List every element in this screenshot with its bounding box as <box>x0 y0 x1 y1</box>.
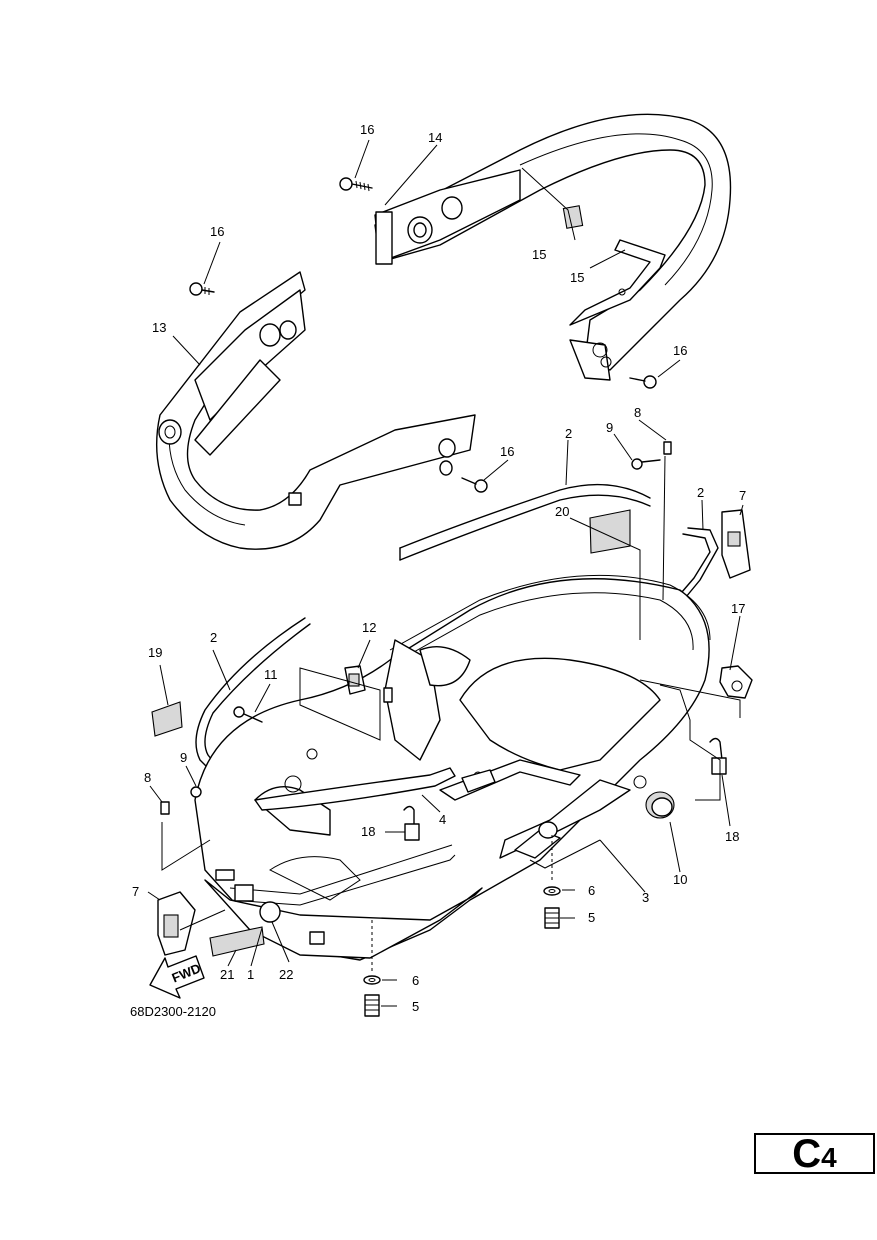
callout-21: 21 <box>220 967 234 982</box>
decal-part-22 <box>259 901 281 923</box>
bottom-cowling-part-1 <box>194 574 711 961</box>
bolt-5-right <box>544 907 560 929</box>
decal-part-21 <box>209 926 265 957</box>
callout-13: 13 <box>152 320 166 335</box>
fwd-arrow: FWD <box>149 955 205 999</box>
nut-part-8-left <box>160 801 170 815</box>
bolt-16-top <box>339 177 373 192</box>
part-code: 68D2300-2120 <box>130 1004 216 1019</box>
latch-part-7-left <box>157 891 196 956</box>
washer-6-right <box>543 886 561 896</box>
clip-part-12 <box>344 665 393 703</box>
callout-19: 19 <box>148 645 162 660</box>
bolt-16-right <box>629 375 657 389</box>
bolt-16-mid <box>461 477 488 493</box>
callout-20: 20 <box>555 504 569 519</box>
latch-part-7-right <box>721 509 751 579</box>
callout-4: 4 <box>439 812 446 827</box>
rubber-strip-upper <box>399 483 651 561</box>
callout-2: 2 <box>565 426 572 441</box>
callout-9: 9 <box>180 750 187 765</box>
screw-part-11 <box>233 706 263 723</box>
callout-labels: 16 14 16 13 15 15 16 16 2 8 9 20 2 7 17 … <box>132 122 746 1014</box>
callout-10: 10 <box>673 872 687 887</box>
callout-8: 8 <box>634 405 641 420</box>
upper-rail-part-13 <box>156 271 476 550</box>
bracket-part-4 <box>254 759 581 811</box>
callout-17: 17 <box>731 601 745 616</box>
callout-14: 14 <box>428 130 442 145</box>
callout-9: 9 <box>606 420 613 435</box>
page-badge-number: 4 <box>821 1141 837 1173</box>
callout-11: 11 <box>264 667 278 682</box>
callout-6: 6 <box>412 973 419 988</box>
callout-3: 3 <box>642 890 649 905</box>
callout-6: 6 <box>588 883 595 898</box>
screw-part-9-right <box>631 458 661 470</box>
decal-part-20 <box>589 509 631 554</box>
callout-15: 15 <box>570 270 584 285</box>
bracket-part-17 <box>719 665 753 699</box>
callout-7: 7 <box>739 488 746 503</box>
callout-2: 2 <box>697 485 704 500</box>
callout-16: 16 <box>500 444 514 459</box>
bolt-16-left <box>189 282 215 296</box>
callout-16: 16 <box>210 224 224 239</box>
callout-18: 18 <box>725 829 739 844</box>
wire-clip-18-left <box>403 805 420 841</box>
leader-lines <box>147 139 744 1007</box>
nut-part-8-right <box>663 441 672 455</box>
callout-12: 12 <box>362 620 376 635</box>
bolt-5-left <box>364 994 380 1017</box>
page-badge: C 4 <box>754 1133 875 1174</box>
callout-16: 16 <box>360 122 374 137</box>
callout-5: 5 <box>588 910 595 925</box>
page-badge-letter: C <box>792 1131 822 1176</box>
wire-clip-18-right <box>709 737 727 775</box>
callout-16: 16 <box>673 343 687 358</box>
callout-1: 1 <box>247 967 254 982</box>
upper-rail-part-14 <box>374 113 732 381</box>
callout-22: 22 <box>279 967 293 982</box>
callout-18: 18 <box>361 824 375 839</box>
callout-2: 2 <box>210 630 217 645</box>
washer-6-left <box>363 975 381 985</box>
callout-15: 15 <box>532 247 546 262</box>
decal-part-19 <box>151 701 183 737</box>
callout-8: 8 <box>144 770 151 785</box>
callout-5: 5 <box>412 999 419 1014</box>
screw-part-9-left <box>190 786 202 798</box>
bracket-part-3 <box>499 779 631 869</box>
rubber-strip-left <box>195 617 311 776</box>
grommet-part-10 <box>645 791 675 819</box>
callout-7: 7 <box>132 884 139 899</box>
